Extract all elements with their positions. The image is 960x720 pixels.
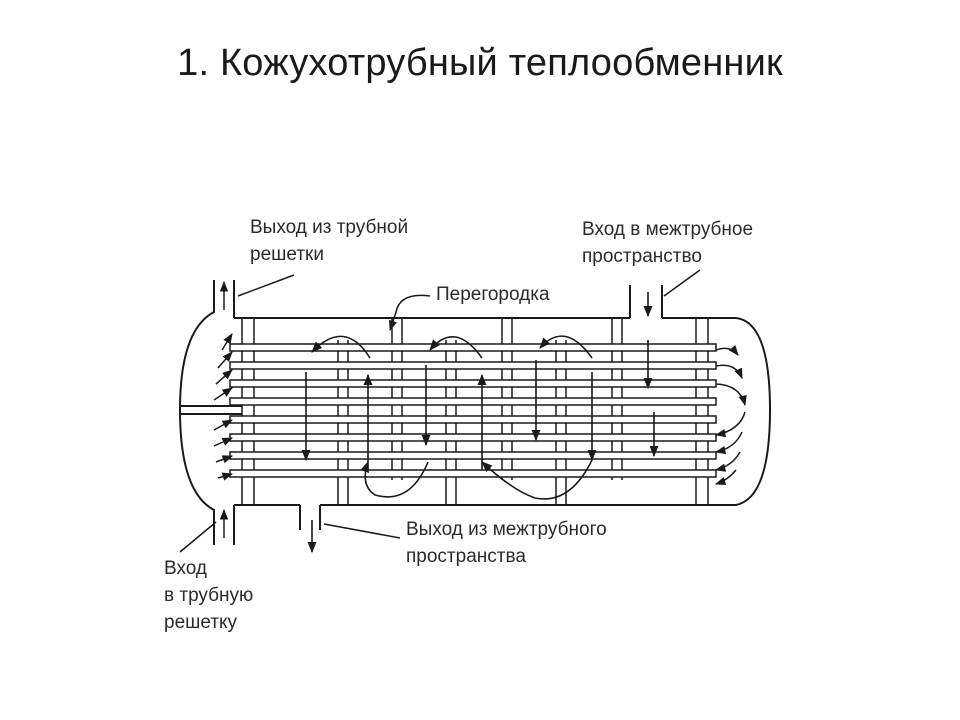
flow-arrow — [715, 469, 737, 485]
slide-title: 1. Кожухотрубный теплообменник — [177, 42, 783, 84]
label-baffle-text: Перегородка — [436, 284, 550, 305]
flow-arrow — [311, 335, 371, 359]
tube-outlet-nozzle — [213, 280, 235, 298]
label-tube-inlet-line1: Вход — [164, 558, 207, 579]
flow-arrow — [221, 333, 233, 351]
leader-lines — [179, 269, 701, 553]
label-shell-inlet: Вход в межтрубное пространство — [582, 216, 753, 270]
flow-arrow — [215, 455, 233, 464]
label-tube-inlet-line3: решетку — [164, 612, 238, 633]
flow-arrow — [217, 472, 234, 481]
right-head — [735, 317, 772, 506]
shell-outlet-nozzle — [299, 505, 321, 530]
label-tube-outlet-line2: решетки — [250, 244, 324, 265]
flow-arrow — [429, 335, 483, 359]
flow-arrow — [539, 335, 593, 359]
tube — [229, 379, 717, 388]
flow-arrow — [715, 383, 747, 407]
tube-flow-arrows — [213, 280, 747, 538]
tube — [229, 361, 717, 370]
tube — [229, 397, 717, 406]
label-shell-outlet-line1: Выход из межтрубного — [406, 519, 607, 540]
flow-arrow — [714, 411, 746, 438]
flow-arrow — [213, 419, 233, 431]
shell-inlet-nozzle — [629, 285, 663, 318]
shell-flow-arrows — [301, 292, 659, 554]
tube — [229, 433, 717, 442]
label-tube-outlet-line1: Выход из трубной — [250, 217, 409, 238]
flow-arrow — [213, 387, 233, 401]
leader-shell-inlet — [663, 269, 701, 297]
flow-arrow — [481, 459, 593, 500]
leader-tube-inlet — [179, 521, 217, 553]
label-tube-outlet: Выход из трубной решетки — [250, 214, 408, 268]
label-shell-inlet-line1: Вход в межтрубное — [582, 219, 754, 240]
leader-shell-outlet — [323, 523, 401, 539]
flow-arrow — [217, 351, 233, 369]
flow-arrow — [215, 369, 233, 385]
left-tube-sheet — [241, 317, 255, 506]
left-head — [178, 298, 215, 520]
leader-tube-outlet — [237, 274, 295, 297]
flow-arrow — [714, 431, 743, 455]
label-baffle: Перегородка — [436, 281, 550, 308]
flow-arrow — [715, 344, 739, 356]
flow-arrow — [360, 460, 429, 498]
label-tube-inlet: Вход в трубную решетку — [164, 555, 253, 636]
tube-bundle — [229, 343, 717, 478]
label-shell-outlet-line2: пространства — [406, 546, 526, 567]
label-tube-inlet-line2: в трубную — [164, 585, 254, 606]
flow-arrow — [213, 437, 233, 447]
right-tube-sheet — [695, 317, 709, 506]
flow-arrow — [715, 364, 743, 379]
tube — [229, 451, 717, 460]
tube — [229, 469, 717, 478]
pass-partition — [180, 405, 242, 415]
tube — [229, 415, 717, 424]
leader-baffle — [389, 294, 431, 331]
label-shell-inlet-line2: пространство — [582, 246, 702, 267]
flow-arrow — [714, 451, 741, 472]
label-shell-outlet: Выход из межтрубного пространства — [406, 516, 607, 570]
